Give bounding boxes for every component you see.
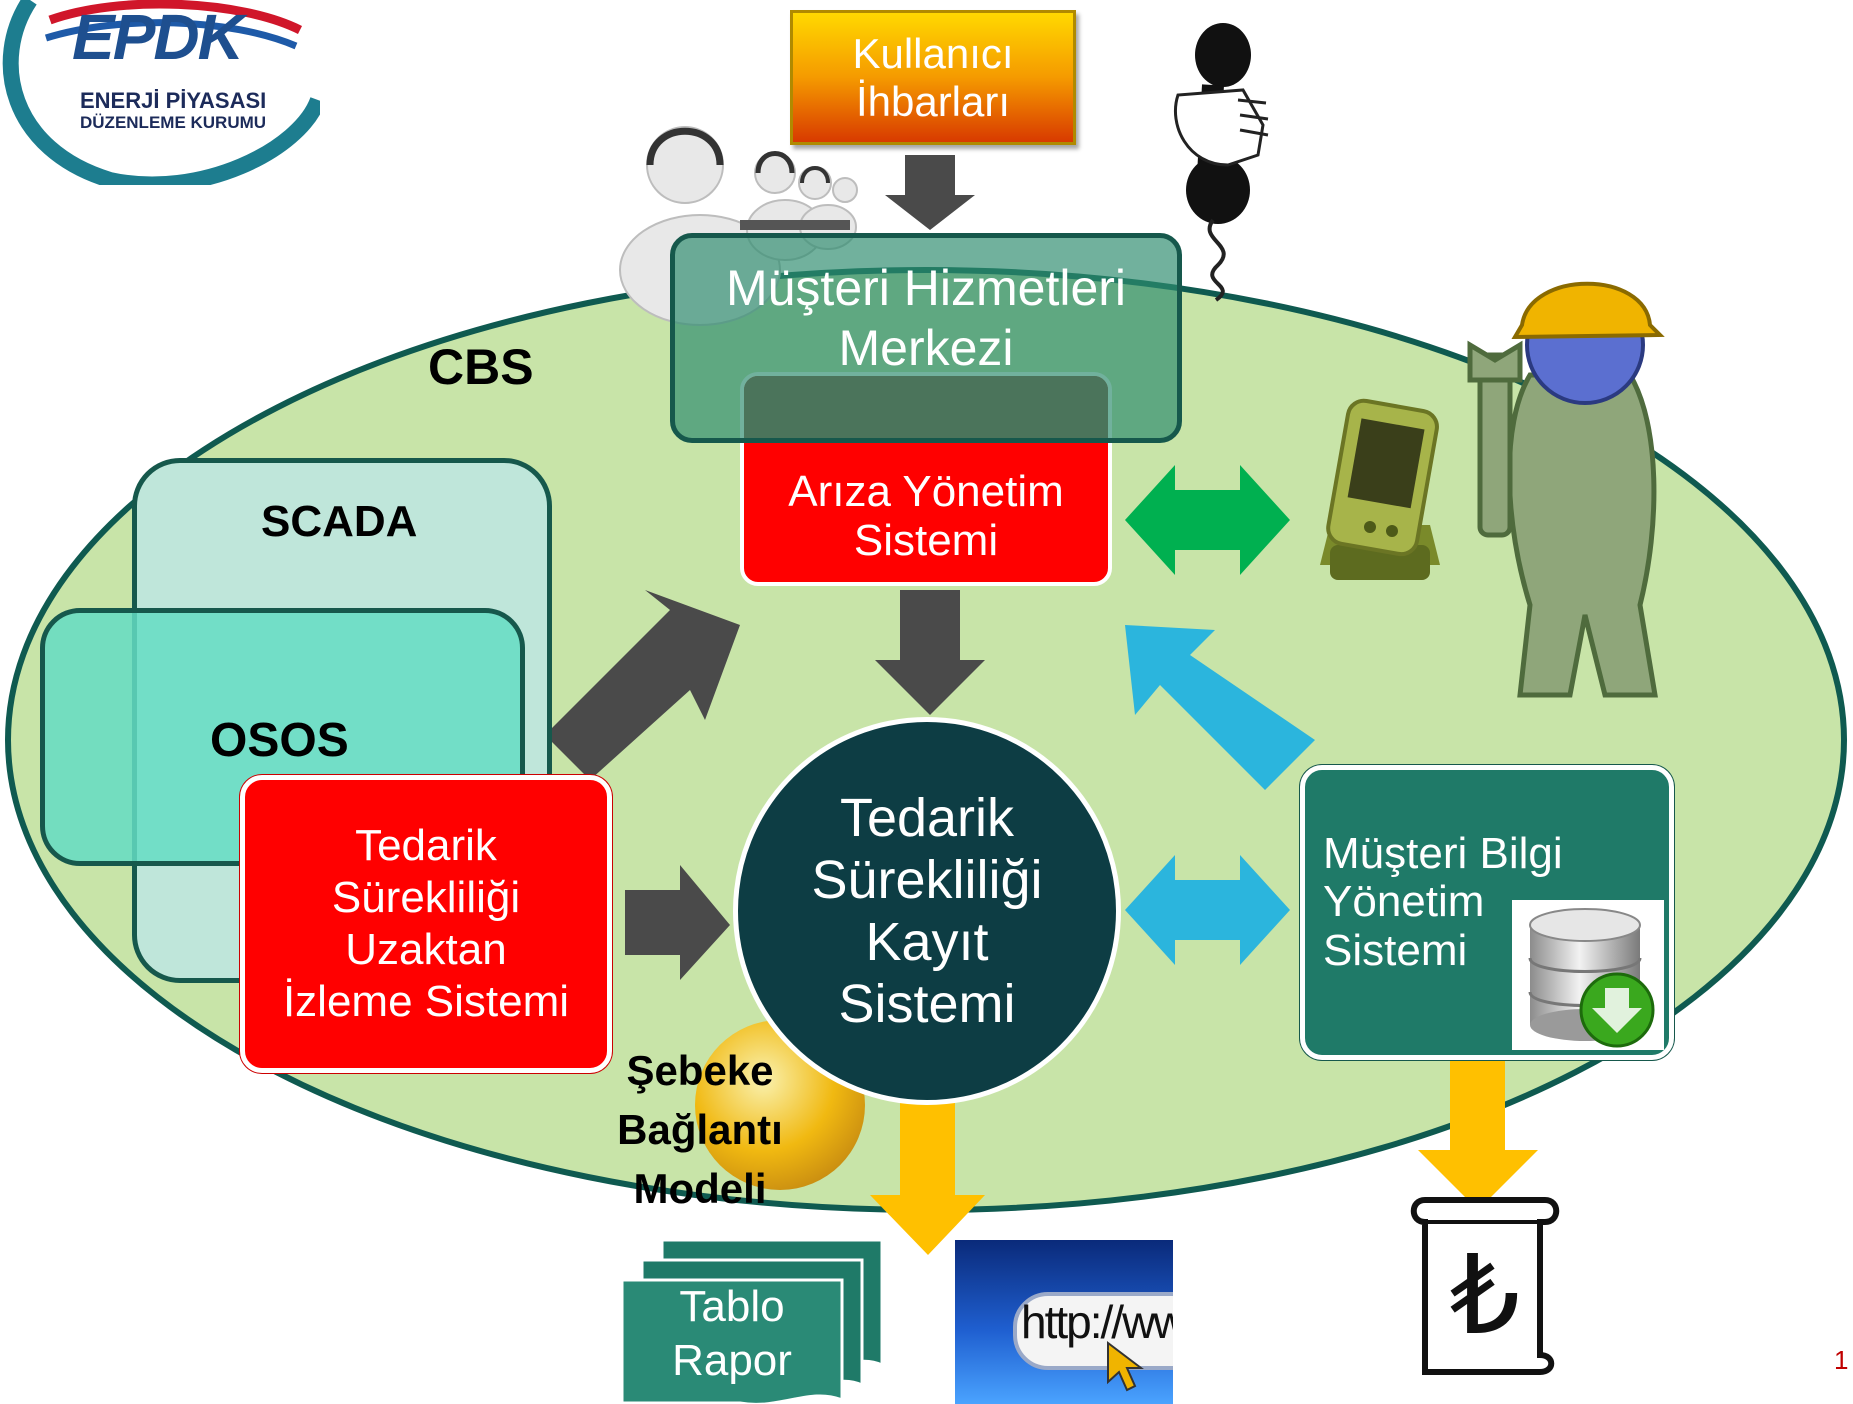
user-reports-box: Kullanıcı İhbarları [790,10,1076,145]
customer-service-center-label: Müşteri Hizmetleri Merkezi [725,260,1127,376]
http-text: http://www. [1021,1296,1173,1348]
customer-service-center-box: Müşteri Hizmetleri Merkezi [670,233,1182,443]
osos-label: OSOS [210,714,349,767]
logo-line1: ENERJİ PİYASASI [80,88,267,113]
user-reports-label: Kullanıcı İhbarları [852,30,1014,125]
cbs-label: CBS [428,339,534,395]
telephone-handset-icon [1173,23,1269,302]
arrow-center-customer-info [1125,855,1290,965]
arrow-customer-info-to-invoice [1418,1055,1538,1210]
arrow-fault-to-center [875,590,985,715]
supply-continuity-record-system: Tedarik Sürekliliği Kayıt Sistemi [733,717,1121,1105]
report-pages-icon [620,1238,884,1404]
center-label: Tedarik Sürekliliği Kayıt Sistemi [811,787,1043,1035]
logo-mark: EPDK [72,1,244,73]
arrow-customer-info-to-fault [1125,625,1315,790]
network-model-label: Şebeke Bağlantı Modeli [617,1047,783,1212]
invoice-scroll-icon [1410,1197,1560,1375]
arrow-monitoring-to-center [625,865,730,980]
customer-info-box: Müşteri Bilgi Yönetim Sistemi [1300,765,1674,1060]
fault-management-label: Arıza Yönetim Sistemi [788,466,1064,565]
arrow-reports-to-center [885,155,975,230]
web-browser-icon: http://www. [955,1240,1173,1404]
database-download-icon [1512,900,1664,1050]
epdk-logo: EPDK ENERJİ PİYASASI DÜZENLEME KURUMU [0,0,326,193]
arrow-fault-pda [1125,465,1290,575]
report-label: Tablo Rapor [672,1282,792,1385]
logo-line2: DÜZENLEME KURUMU [80,113,267,132]
arrow-center-to-reports [870,1100,985,1255]
remote-monitoring-label: Tedarik Sürekliliği Uzaktan İzleme Siste… [282,821,570,1026]
scada-label: SCADA [261,497,418,546]
page-number: 1 [1834,1345,1849,1375]
lira-symbol: ₺ [1450,1231,1520,1359]
arrow-monitoring-to-fault [545,590,740,780]
pda-device-icon [1320,398,1440,580]
mouse-cursor-icon [1107,1340,1144,1392]
remote-monitoring-box: Tedarik Sürekliliği Uzaktan İzleme Siste… [240,775,612,1073]
customer-info-label: Müşteri Bilgi Yönetim Sistemi [1323,829,1563,975]
field-technician-icon [1467,281,1665,698]
